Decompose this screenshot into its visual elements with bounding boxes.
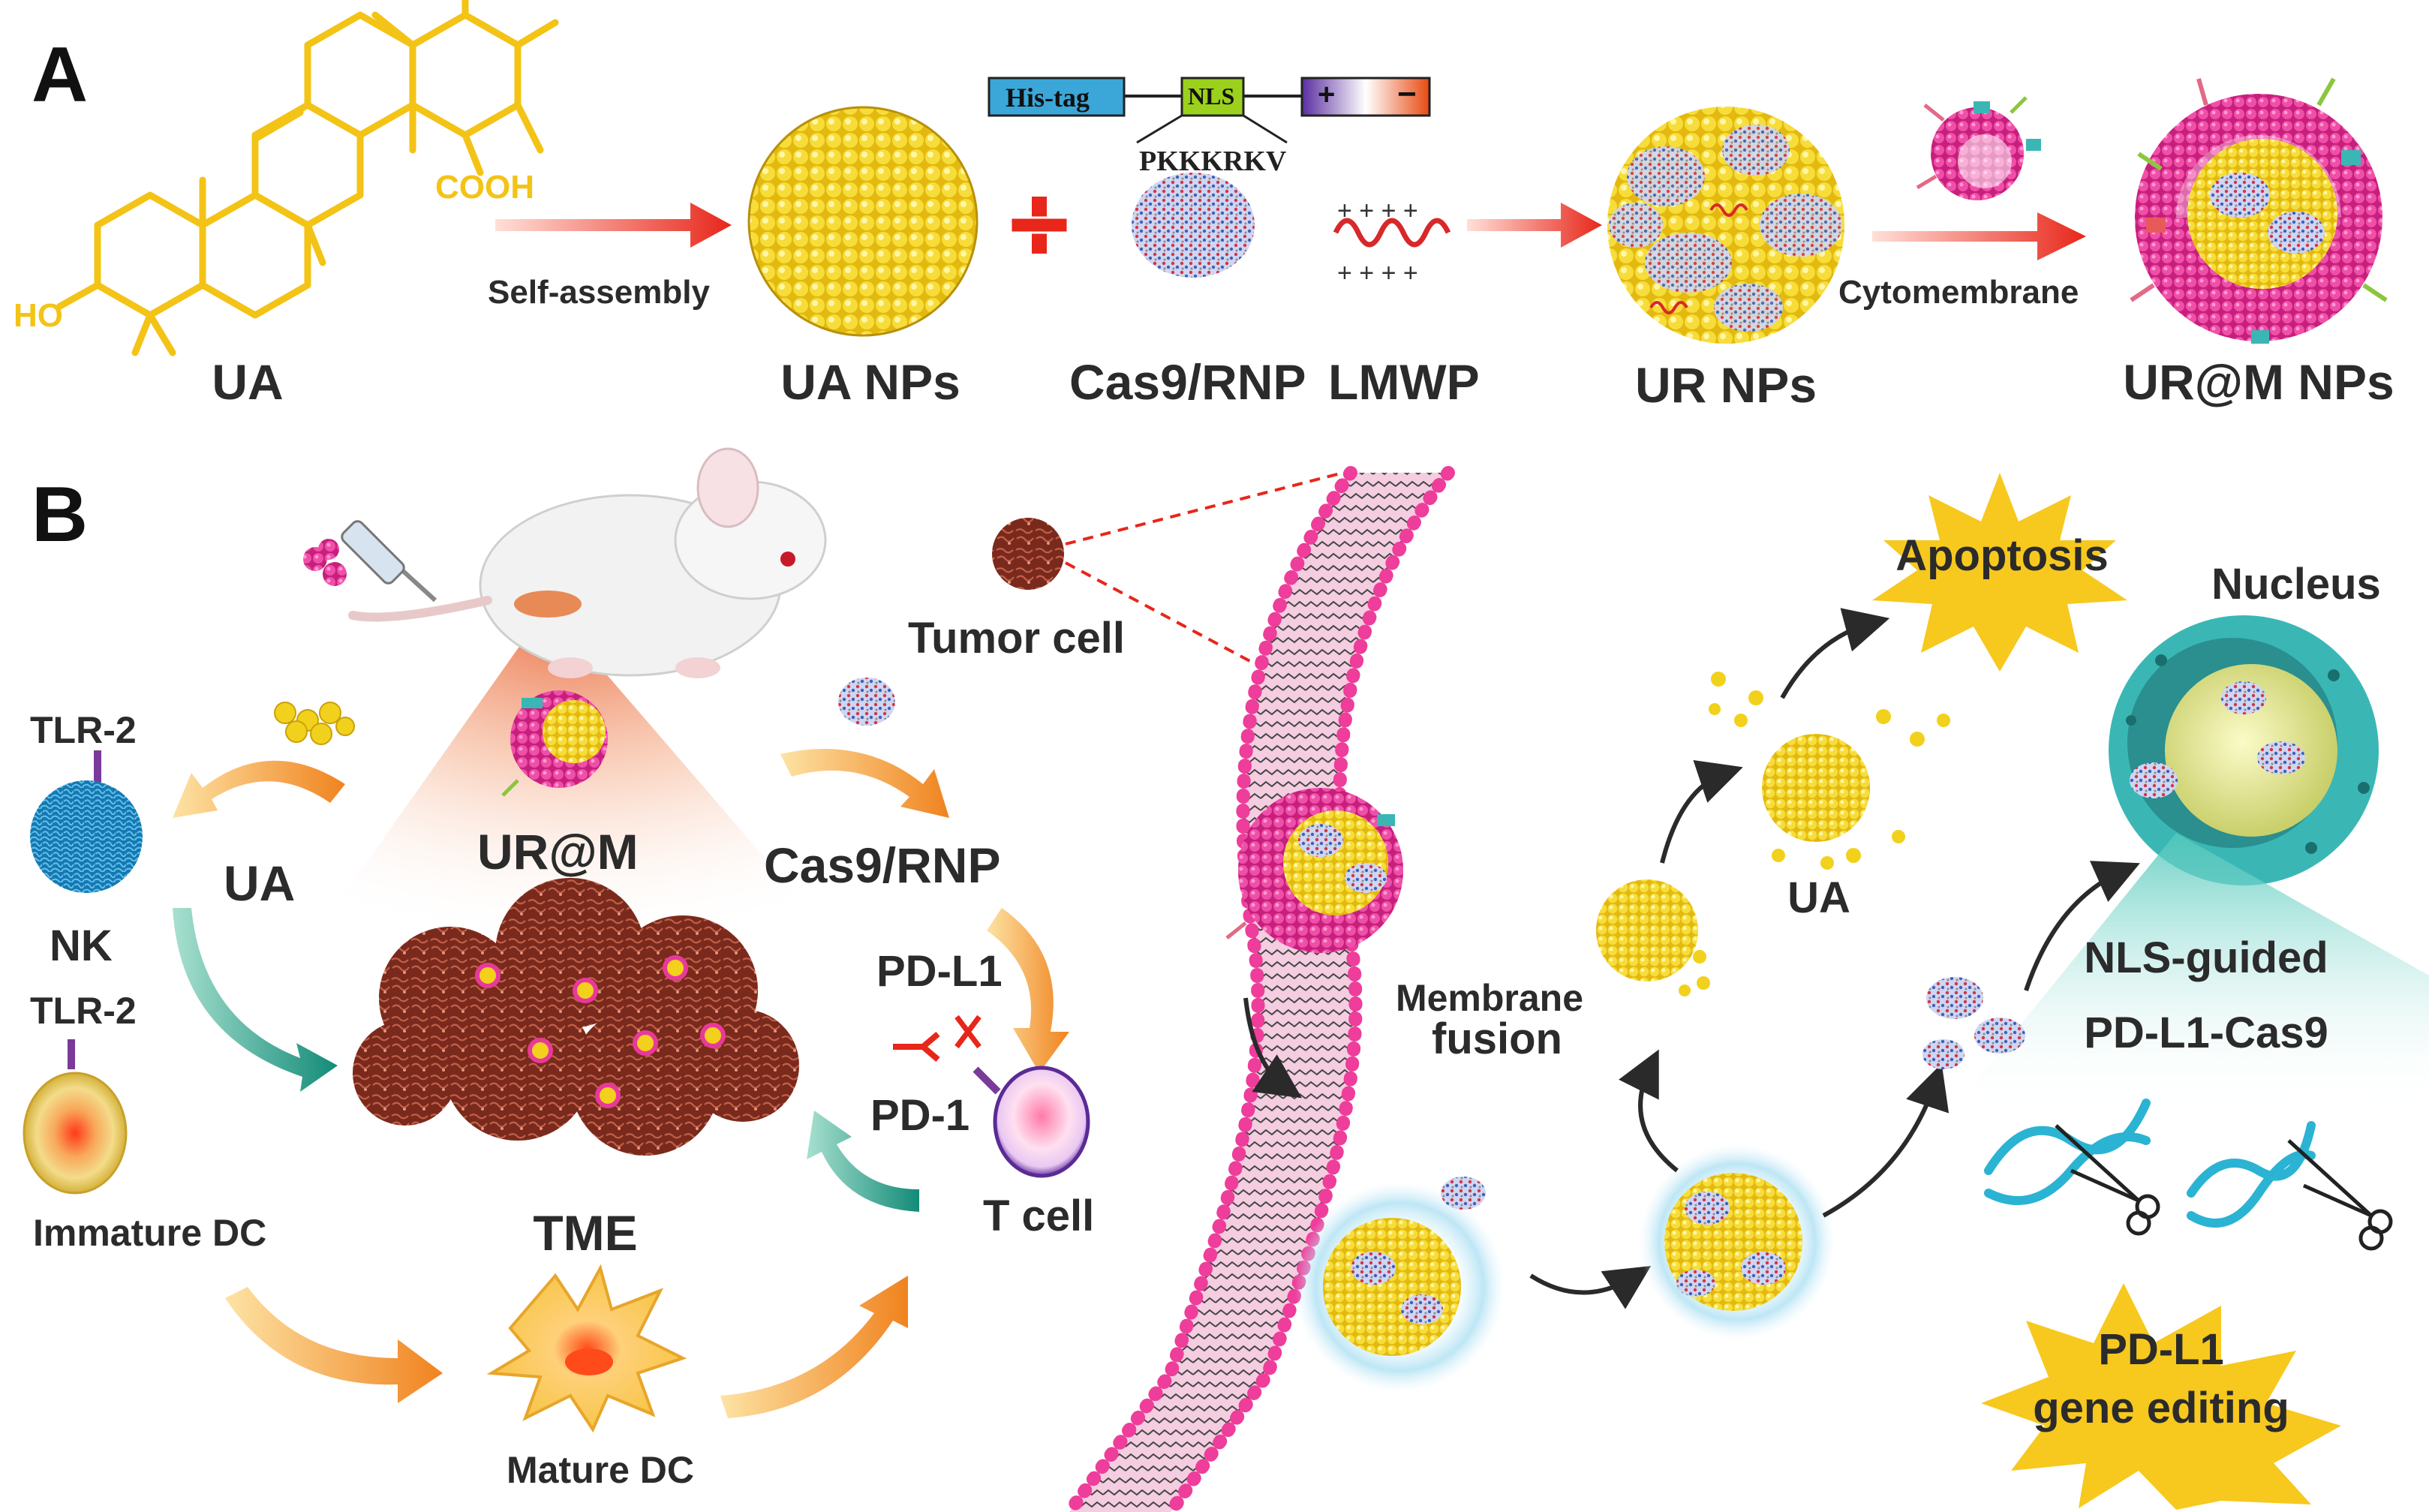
nucleus-label: Nucleus <box>2211 560 2381 609</box>
urm-particle-center <box>501 690 608 797</box>
nls-label: NLS <box>1188 83 1235 110</box>
nls-sequence-label: PKKKRKV <box>1139 146 1287 177</box>
panel-a-letter: A <box>32 32 89 119</box>
arrow-to-released-np <box>1529 1266 1652 1309</box>
gene-editing-label-1: PD-L1 <box>2098 1325 2224 1374</box>
ua-particles-left <box>274 702 355 745</box>
membrane-fusion-label-1: Membrane <box>1395 977 1584 1019</box>
immature-dc-icon <box>23 1039 128 1195</box>
pd-l1-pd-1-interaction <box>893 1015 1001 1095</box>
ur-nps-label: UR NPs <box>1634 357 1817 413</box>
cooh-label: COOH <box>435 169 534 206</box>
arrow-to-cas9-release <box>1822 1063 1950 1218</box>
mature-dc-icon <box>486 1264 687 1433</box>
t-cell-icon <box>993 1066 1090 1178</box>
scissors-icon <box>2055 1124 2393 1251</box>
plus-icon <box>1009 197 1069 254</box>
charge-plus-label: + <box>1318 78 1336 111</box>
arrow-tcell-to-tme <box>807 1111 919 1212</box>
released-cas9-clusters <box>1922 977 2025 1069</box>
arrow-to-apoptosis <box>1780 608 1890 699</box>
nk-label: NK <box>50 921 113 970</box>
nk-cell-icon <box>30 750 143 893</box>
self-assembly-arrow <box>495 203 732 248</box>
ua-molecule-label: UA <box>212 354 284 410</box>
cytomembrane-vesicle <box>1916 96 2041 200</box>
charge-minus-label: − <box>1397 76 1417 113</box>
tumor-mass <box>353 878 799 1156</box>
released-ur-np <box>1640 1144 1835 1339</box>
arrow-nk-to-tme <box>173 908 338 1092</box>
pd-l1-label: PD-L1 <box>876 947 1003 996</box>
his-tag-label: His-tag <box>1006 83 1090 113</box>
syringe-icon <box>303 520 437 603</box>
protein-construct <box>988 77 1431 144</box>
tme-label: TME <box>533 1205 638 1261</box>
gene-editing-starburst-icon <box>1981 1283 2341 1510</box>
cas9-rnp-cluster <box>1132 173 1255 278</box>
arrow-to-tcell <box>987 908 1069 1073</box>
lmwp-charges-bottom: + + + + <box>1337 259 1418 287</box>
to-ur-nps-arrow <box>1467 203 1602 248</box>
urm-nps-particle <box>2130 77 2388 344</box>
arrow-to-ua-release <box>1660 759 1743 864</box>
ua-left-label: UA <box>224 855 296 911</box>
ua-nps-label: UA NPs <box>780 354 960 410</box>
arrow-to-degrading-np <box>1619 1049 1679 1173</box>
arrow-to-nk <box>173 760 345 818</box>
dna-icon <box>1984 1099 2316 1228</box>
ua-nps-sphere <box>747 106 979 337</box>
urm-label: UR@M <box>477 824 639 879</box>
endosome-particle <box>1294 1177 1505 1392</box>
cytomembrane-label: Cytomembrane <box>1838 274 2079 311</box>
ur-nps-sphere <box>1607 107 1844 344</box>
immature-dc-label: Immature DC <box>33 1212 267 1254</box>
mouse-icon <box>348 447 827 678</box>
membrane-inner-edge <box>1063 466 1357 1512</box>
editing-light-cone <box>1951 833 2429 1111</box>
arrow-from-mature-dc <box>720 1276 908 1418</box>
ua-molecule-structure <box>56 0 559 356</box>
zoom-line-top <box>1065 471 1344 546</box>
apoptosis-label: Apoptosis <box>1895 531 2109 580</box>
tlr2-top-label: TLR-2 <box>30 709 137 751</box>
zoom-line-bottom <box>1065 561 1291 684</box>
arrow-to-nucleus <box>2024 861 2140 991</box>
arrow-to-cas9 <box>780 749 949 818</box>
cas9-rnp-b-label: Cas9/RNP <box>764 837 1001 893</box>
ua-release-np <box>1709 672 1950 870</box>
cytomembrane-arrow <box>1872 212 2086 260</box>
lmwp-charges-top: + + + + <box>1337 197 1418 225</box>
urm-fusing-particle <box>1225 788 1403 953</box>
pd-1-label: PD-1 <box>870 1091 970 1140</box>
cas9-rnp-label: Cas9/RNP <box>1069 354 1306 410</box>
lmwp-helix <box>1333 218 1451 248</box>
lmwp-label: LMWP <box>1328 354 1480 410</box>
arrow-to-mature-dc <box>225 1287 443 1403</box>
gene-editing-label-2: gene editing <box>2033 1384 2289 1432</box>
apoptosis-starburst-icon <box>1872 473 2127 672</box>
mature-dc-label: Mature DC <box>506 1449 695 1491</box>
self-assembly-label: Self-assembly <box>488 274 710 311</box>
nucleus-icon <box>2109 615 2379 885</box>
t-cell-label: T cell <box>983 1192 1095 1240</box>
degrading-np <box>1596 879 1710 996</box>
nls-guided-label: NLS-guided <box>2084 933 2328 982</box>
tumor-cell-icon <box>992 518 1064 590</box>
urm-nps-label: UR@M NPs <box>2123 354 2394 410</box>
pdl1-cas9-label: PD-L1-Cas9 <box>2084 1009 2328 1057</box>
ho-label: HO <box>14 297 63 334</box>
tumor-cell-label: Tumor cell <box>908 614 1125 663</box>
cas9-rnp-small <box>838 678 895 726</box>
membrane-fusion-label-2: fusion <box>1432 1015 1562 1063</box>
ua-right-label: UA <box>1787 873 1850 922</box>
panel-b-letter: B <box>32 471 89 558</box>
fusion-curve-arrow <box>1243 997 1302 1099</box>
tlr2-bottom-label: TLR-2 <box>30 990 137 1032</box>
